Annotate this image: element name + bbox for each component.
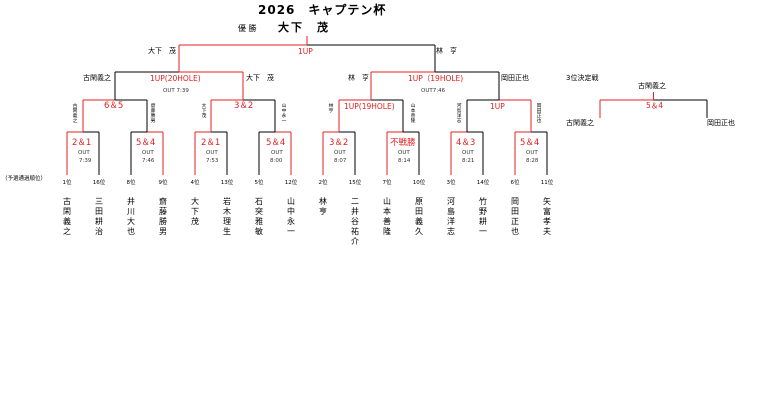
match-7-time: 8:21 <box>462 158 475 164</box>
third-place-label: 3位決定戦 <box>566 74 599 82</box>
semifinal-a-right-player: 大下 茂 <box>246 74 274 82</box>
player-1-seed: 1位 <box>62 180 72 186</box>
player-5-name: 大下 茂 <box>191 197 207 226</box>
player-14-name: 竹野耕一 <box>479 197 487 236</box>
player-8-name: 山中永一 <box>287 197 295 236</box>
player-9-name: 林 亨 <box>319 197 335 216</box>
match-7-out: OUT <box>462 150 474 156</box>
semifinal-a-time: OUT 7:39 <box>163 88 189 94</box>
match-1-score: 2＆1 <box>72 138 92 148</box>
match-1-out: OUT <box>78 150 90 156</box>
player-12-name: 原田義久 <box>415 197 423 236</box>
final-score: 1UP <box>298 47 313 56</box>
match-2-time: 7:46 <box>142 158 155 164</box>
third-place-score: 5＆4 <box>646 101 664 110</box>
quarterfinal-3-left-player: 林亨 <box>328 104 334 115</box>
third-place-left-player: 古閑義之 <box>566 119 594 127</box>
match-6-time: 8:14 <box>398 158 411 164</box>
champion-name: 大下 茂 <box>278 21 330 34</box>
match-4-out: OUT <box>271 150 283 156</box>
match-4-score: 5＆4 <box>266 138 286 148</box>
match-1-time: 7:39 <box>79 158 92 164</box>
quarterfinal-4-right-player: 岡田正也 <box>536 104 542 125</box>
player-12-seed: 10位 <box>412 180 426 186</box>
semifinal-a-score: 1UP(20HOLE) <box>150 74 201 83</box>
match-3-time: 7:53 <box>206 158 219 164</box>
player-13-seed: 3位 <box>446 180 456 186</box>
final-right-player: 林 亨 <box>436 47 457 55</box>
quarterfinal-2-score: 3＆2 <box>234 101 254 111</box>
quarterfinal-4-left-player: 河島洋志 <box>456 104 462 125</box>
match-3-score: 2＆1 <box>201 138 221 148</box>
quarterfinal-1-score: 6＆5 <box>104 101 124 111</box>
player-1-name: 古閑義之 <box>63 197 71 236</box>
quarterfinal-3-right-player: 山本善隆 <box>410 104 416 125</box>
match-5-time: 8:07 <box>334 158 347 164</box>
qualifying-rank-label: （予選通過順位） <box>2 176 47 182</box>
player-7-name: 石突雅敏 <box>255 197 263 236</box>
player-5-seed: 4位 <box>190 180 200 186</box>
quarterfinal-2-left-player: 大下茂 <box>201 104 207 120</box>
match-5-out: OUT <box>334 150 346 156</box>
player-8-seed: 12位 <box>284 180 298 186</box>
match-2-out: OUT <box>142 150 154 156</box>
match-6-out: OUT <box>398 150 410 156</box>
player-14-seed: 14位 <box>476 180 490 186</box>
final-left-player: 大下 茂 <box>148 47 176 55</box>
semifinal-b-left-player: 林 亨 <box>348 74 369 82</box>
semifinal-b-right-player: 岡田正也 <box>501 74 529 82</box>
semifinal-b-time: OUT7:46 <box>421 88 446 94</box>
player-3-seed: 8位 <box>126 180 136 186</box>
match-8-out: OUT <box>526 150 538 156</box>
player-2-name: 三田耕治 <box>95 197 103 236</box>
semifinal-a-left-player: 古閑義之 <box>83 74 111 82</box>
player-10-seed: 15位 <box>348 180 362 186</box>
player-15-seed: 6位 <box>510 180 520 186</box>
player-3-name: 井川大也 <box>127 197 135 236</box>
match-4-time: 8:00 <box>270 158 283 164</box>
player-11-name: 山本善隆 <box>383 197 391 236</box>
match-2-score: 5＆4 <box>136 138 156 148</box>
player-15-name: 岡田正也 <box>511 197 519 236</box>
player-16-name: 矢富孝夫 <box>543 197 551 236</box>
semifinal-b-score: 1UP（19HOLE) <box>408 74 464 83</box>
match-5-score: 3＆2 <box>329 138 349 148</box>
third-place-winner: 古閑義之 <box>638 82 666 90</box>
player-4-seed: 9位 <box>158 180 168 186</box>
match-8-time: 8:28 <box>526 158 539 164</box>
page-title: 2026 キャプテン杯 <box>258 3 387 17</box>
player-10-name: 二井谷祐介 <box>351 197 359 246</box>
quarterfinal-2-right-player: 山中永一 <box>281 104 287 125</box>
champion-tag: 優 勝 <box>238 24 257 33</box>
player-6-name: 岩木理生 <box>223 197 231 236</box>
player-16-seed: 11位 <box>540 180 554 186</box>
match-7-score: 4＆3 <box>456 138 476 148</box>
quarterfinal-1-right-player: 齋藤勝男 <box>150 104 156 125</box>
player-11-seed: 7位 <box>382 180 392 186</box>
quarterfinal-1-left-player: 古閑義之 <box>72 104 78 125</box>
player-4-name: 齋藤勝男 <box>159 197 167 236</box>
player-9-seed: 2位 <box>318 180 328 186</box>
match-3-out: OUT <box>206 150 218 156</box>
match-8-score: 5＆4 <box>520 138 540 148</box>
quarterfinal-4-score: 1UP <box>490 102 505 111</box>
match-6-score: 不戦勝 <box>390 138 416 148</box>
player-2-seed: 16位 <box>92 180 106 186</box>
player-7-seed: 5位 <box>254 180 264 186</box>
player-6-seed: 13位 <box>220 180 234 186</box>
third-place-right-player: 岡田正也 <box>707 119 735 127</box>
player-13-name: 河島洋志 <box>447 197 455 236</box>
quarterfinal-3-score: 1UP(19HOLE) <box>344 102 395 111</box>
